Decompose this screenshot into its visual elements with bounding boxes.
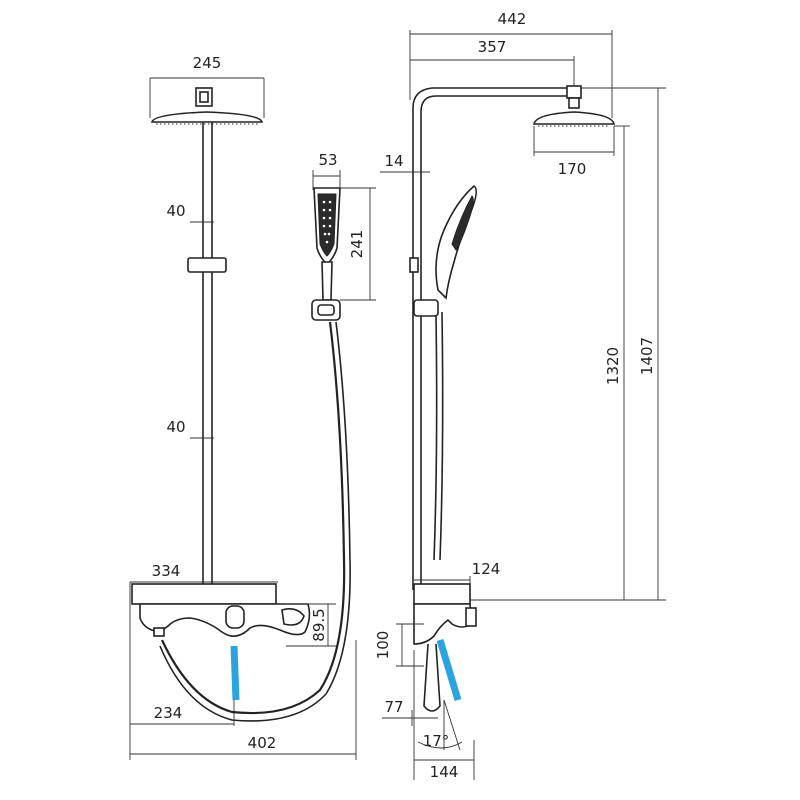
head-connector xyxy=(195,87,213,107)
water-jet-side xyxy=(436,638,462,702)
hand-shower-view: 53 241 xyxy=(311,151,376,321)
shower-hose-outer xyxy=(159,321,351,722)
label-clamp-lower: 40 xyxy=(166,418,185,436)
dim-mixer-width: 334 xyxy=(129,562,278,760)
dim-clamp-upper: 40 xyxy=(166,202,214,223)
water-jet-front xyxy=(230,645,240,701)
dim-overall-width: 402 xyxy=(130,640,357,760)
label-spout-angle: 17° xyxy=(423,732,450,750)
label-head-width: 245 xyxy=(193,54,222,72)
dim-mixer-height: 89.5 xyxy=(286,603,336,647)
thermostatic-mixer xyxy=(131,583,311,637)
dim-arm-reach: 357 xyxy=(410,38,575,88)
dim-spout-offset: 77 xyxy=(382,698,438,726)
label-mixer-height: 89.5 xyxy=(310,608,328,641)
side-hose-loop xyxy=(423,643,441,712)
side-hand-shower-holder xyxy=(413,299,439,317)
dim-head-width: 245 xyxy=(149,54,265,118)
side-mixer-knob xyxy=(465,607,477,627)
side-rail-inner xyxy=(420,95,572,590)
control-knob xyxy=(225,605,245,629)
hose-connector xyxy=(153,627,165,637)
label-overall-width: 402 xyxy=(248,734,277,752)
front-view: 245 40 40 334 xyxy=(129,54,357,760)
dim-outlet-offset: 234 xyxy=(130,700,235,726)
label-rail-offset: 14 xyxy=(384,152,403,170)
side-head-swivel xyxy=(568,97,580,109)
label-rail-height: 1320 xyxy=(604,347,622,385)
side-hand-shower-face xyxy=(451,195,474,251)
side-mixer-shelf xyxy=(413,583,471,605)
mixer-body xyxy=(139,603,311,637)
label-arm-reach: 357 xyxy=(478,38,507,56)
label-total-height: 1407 xyxy=(638,337,656,375)
dim-rail-offset: 14 xyxy=(380,152,430,173)
side-shower-head xyxy=(533,111,615,125)
dim-rail-height: 1320 xyxy=(420,125,632,601)
label-head-diameter: 170 xyxy=(558,160,587,178)
side-hose xyxy=(433,315,438,561)
dim-hand-length: 241 xyxy=(340,187,376,301)
label-spout-offset: 77 xyxy=(384,698,403,716)
dim-head-diameter: 170 xyxy=(533,126,615,178)
side-rail-outer xyxy=(412,87,572,590)
label-clamp-upper: 40 xyxy=(166,202,185,220)
dim-mixer-depth: 124 xyxy=(414,560,500,606)
label-mixer-width: 334 xyxy=(152,562,181,580)
dim-overall-reach: 442 xyxy=(409,10,613,118)
label-spout-height: 100 xyxy=(374,631,392,660)
dim-spout-height: 100 xyxy=(374,623,424,667)
dim-clamp-lower: 40 xyxy=(166,418,214,439)
label-mixer-depth: 124 xyxy=(472,560,501,578)
dim-base-depth: 144 xyxy=(413,650,475,781)
hand-shower-spray-face xyxy=(317,193,337,257)
side-slider-clamp xyxy=(409,257,419,273)
label-hand-width: 53 xyxy=(318,151,337,169)
side-mixer xyxy=(413,583,477,712)
shelf-handle xyxy=(281,608,305,626)
side-head-connector xyxy=(566,85,582,99)
label-overall-reach: 442 xyxy=(498,10,527,28)
label-outlet-offset: 234 xyxy=(154,704,183,722)
shower-hose xyxy=(161,321,346,715)
side-view: 442 357 170 14 xyxy=(374,10,666,781)
dim-spout-angle: 17° xyxy=(417,699,463,751)
dim-hand-width: 53 xyxy=(312,151,341,190)
overhead-shower-head xyxy=(150,111,264,123)
dim-total-height: 1407 xyxy=(580,87,666,601)
label-hand-length: 241 xyxy=(348,230,366,259)
hand-shower-holder xyxy=(311,299,341,321)
mixer-shelf xyxy=(131,583,277,605)
label-base-depth: 144 xyxy=(430,763,459,781)
slider-clamp xyxy=(187,257,227,273)
hand-shower-handle xyxy=(321,261,333,301)
